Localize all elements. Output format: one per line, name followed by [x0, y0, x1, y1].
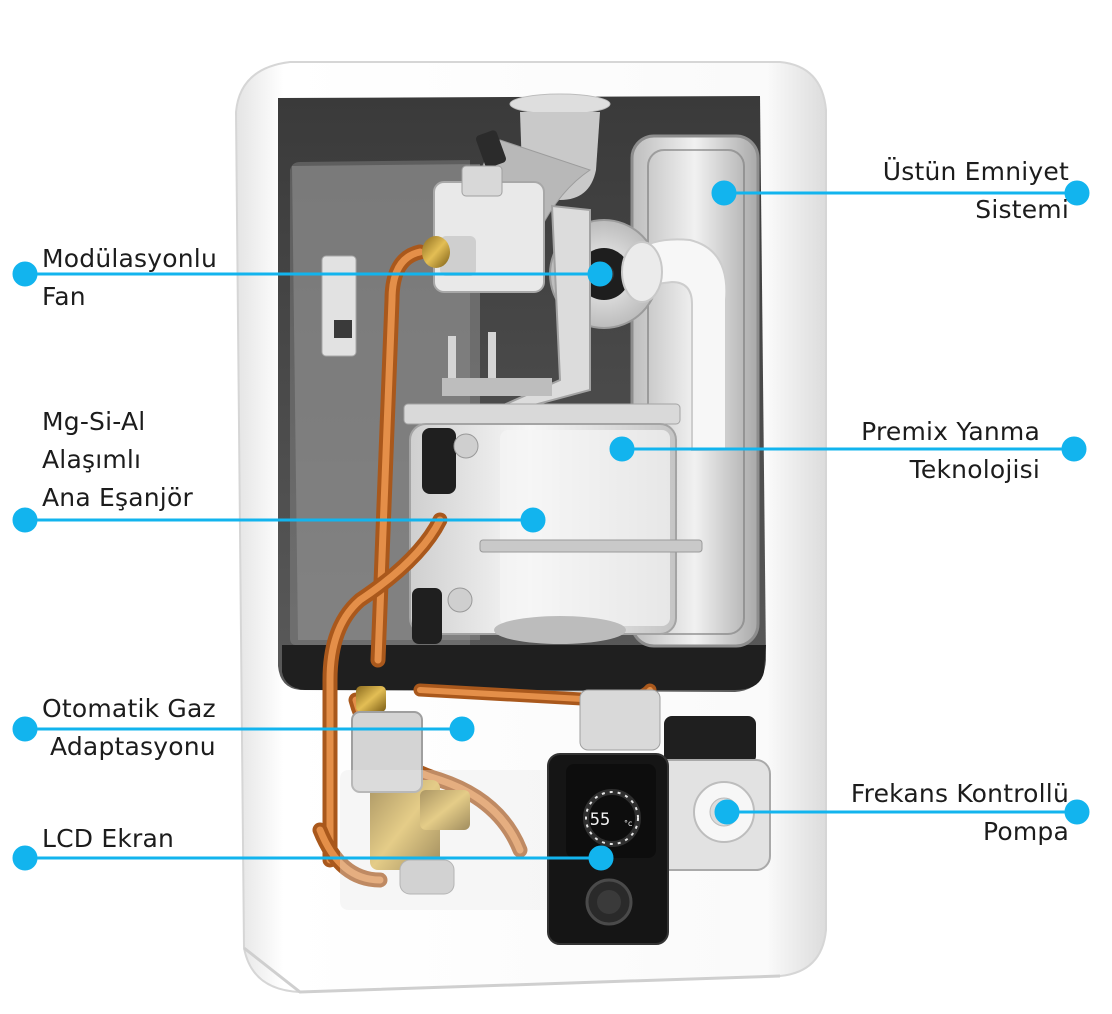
ignition-rods [442, 332, 552, 396]
callout-lines [12, 180, 1090, 871]
electrical-clip [321, 255, 357, 357]
pump [579, 689, 771, 871]
lcd-unit: °c [624, 819, 632, 828]
brass-fitting [356, 236, 470, 870]
gas-valve [340, 711, 600, 910]
lcd-temperature: 55 [590, 810, 610, 830]
fan-assembly [433, 165, 728, 451]
label-lcd-ekran: LCD Ekran [42, 824, 175, 853]
heat-exchanger [403, 403, 703, 644]
